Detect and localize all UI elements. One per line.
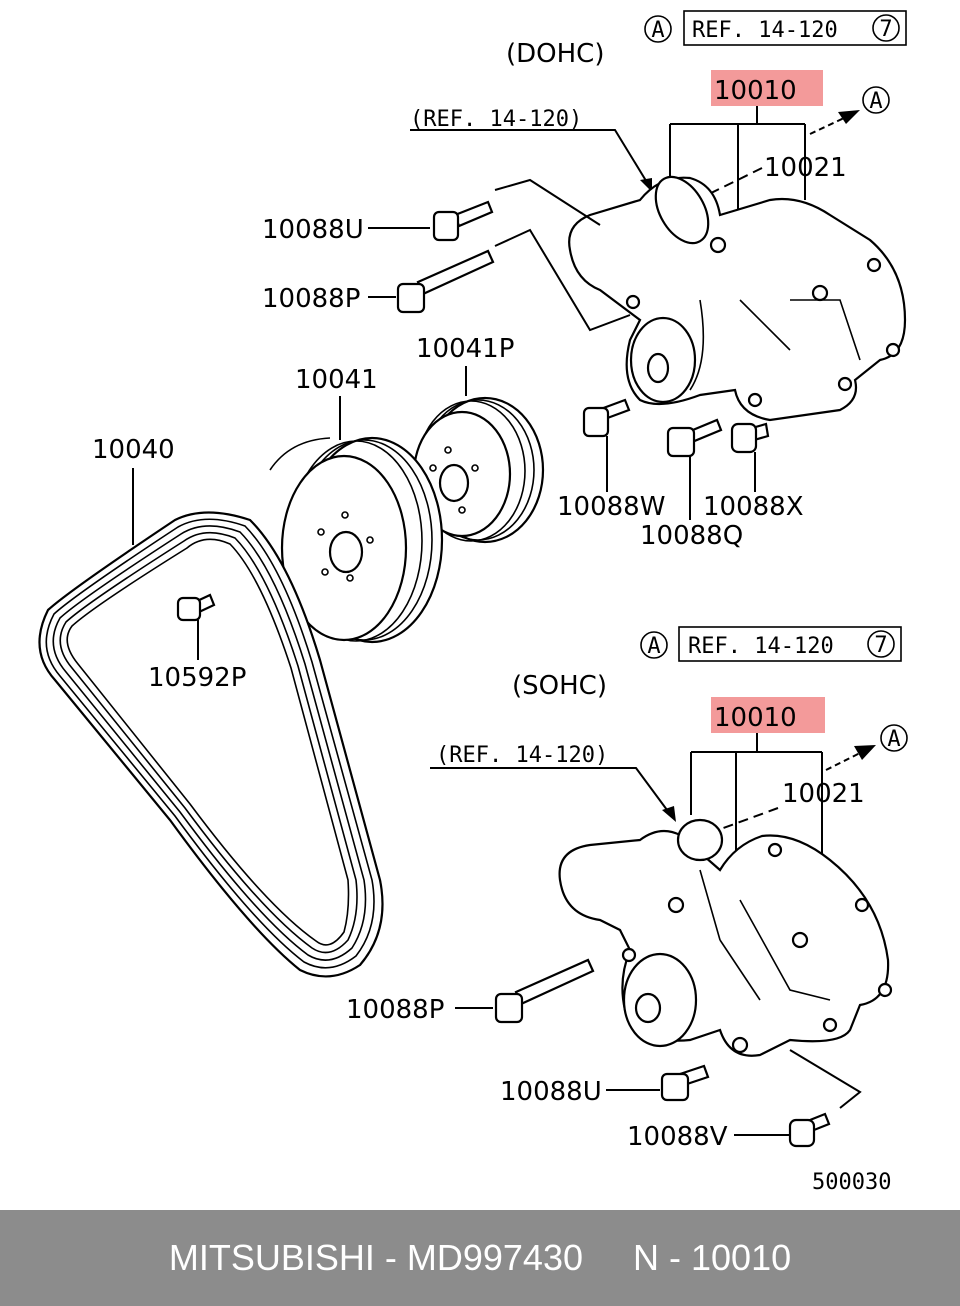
- dohc-bolt-p[interactable]: [368, 249, 495, 314]
- sohc-part-highlight: [711, 697, 825, 733]
- sohc-ref-note: (REF. 14-120): [436, 743, 608, 768]
- sohc-ref-circle: A: [647, 634, 660, 659]
- sohc-arrow-a: A: [825, 724, 908, 771]
- dohc-gasket-label[interactable]: 10021: [764, 153, 847, 183]
- sohc-water-pump: [558, 818, 893, 1057]
- dohc-ref-circle: A: [651, 18, 664, 43]
- dohc-ref-leader: [410, 129, 649, 185]
- dohc-bolt-p-label[interactable]: 10088P: [262, 284, 360, 314]
- dohc-ref-header: A REF. 14-120 7: [644, 10, 907, 46]
- belt-bolt[interactable]: [176, 593, 216, 660]
- sohc-bolt-p[interactable]: [455, 958, 595, 1024]
- dohc-arrow-a: A: [809, 86, 890, 135]
- sohc-arrow-a-label: A: [887, 727, 900, 752]
- dohc-bolt-x-label[interactable]: 10088X: [703, 492, 804, 522]
- footer-part-number: MD997430: [406, 1237, 583, 1278]
- figure-code: 500030: [812, 1170, 891, 1195]
- pulley-large-label[interactable]: 10041: [295, 365, 378, 395]
- dohc-bolt-u[interactable]: [368, 200, 494, 242]
- sohc-ref-box: REF. 14-120: [688, 634, 834, 659]
- footer-separator: -: [374, 1237, 407, 1278]
- dohc-bolt-q-label[interactable]: 10088Q: [640, 521, 743, 551]
- dohc-bolt-u-label[interactable]: 10088U: [262, 215, 364, 245]
- sohc-bolt-u-label[interactable]: 10088U: [500, 1077, 602, 1107]
- dohc-bolt-w-label[interactable]: 10088W: [557, 492, 665, 522]
- sohc-ref-leader: [430, 767, 671, 815]
- sohc-bolt-u[interactable]: [606, 1064, 710, 1102]
- dohc-bolt-w[interactable]: [582, 398, 631, 492]
- dohc-bolt-x[interactable]: [730, 422, 770, 492]
- sohc-bolt-p-label[interactable]: 10088P: [346, 995, 444, 1025]
- sohc-gasket-label[interactable]: 10021: [782, 779, 865, 809]
- dohc-ref-note: (REF. 14-120): [410, 107, 582, 132]
- sohc-part-10010-label[interactable]: 10010: [714, 703, 797, 733]
- pulley-small-label[interactable]: 10041P: [416, 334, 514, 364]
- drive-belt[interactable]: [38, 511, 384, 978]
- dohc-heading: (DOHC): [506, 39, 604, 69]
- footer-bar: MITSUBISHI - MD997430 N - 10010: [0, 1210, 960, 1306]
- footer-brand: MITSUBISHI: [168, 1237, 375, 1278]
- dohc-part-10010-label[interactable]: 10010: [714, 76, 797, 106]
- dohc-ref-box: REF. 14-120: [692, 18, 838, 43]
- belt-label[interactable]: 10040: [92, 435, 175, 465]
- sohc-10010-leader: [690, 733, 823, 870]
- dohc-water-pump: [568, 175, 907, 422]
- sohc-ref-header: A REF. 14-120 7: [640, 626, 902, 662]
- belt-bolt-label[interactable]: 10592P: [148, 663, 246, 693]
- footer-gap: [583, 1237, 633, 1279]
- parts-diagram: A REF. 14-120 7 (DOHC) 10010 A (REF. 14-…: [38, 10, 908, 1195]
- dohc-10010-leader: [669, 106, 806, 225]
- dohc-bolt-q[interactable]: [666, 418, 723, 520]
- sohc-heading: (SOHC): [512, 671, 607, 701]
- footer-ref: N - 10010: [633, 1237, 792, 1278]
- dohc-ref-box-num: 7: [879, 17, 892, 42]
- pulley-large[interactable]: [269, 436, 444, 644]
- sohc-ref-box-num: 7: [874, 633, 887, 658]
- sohc-bolt-v[interactable]: [734, 1112, 831, 1148]
- dohc-arrow-a-label: A: [869, 89, 882, 114]
- dohc-part-highlight: [711, 70, 823, 106]
- sohc-bolt-v-label[interactable]: 10088V: [627, 1122, 728, 1152]
